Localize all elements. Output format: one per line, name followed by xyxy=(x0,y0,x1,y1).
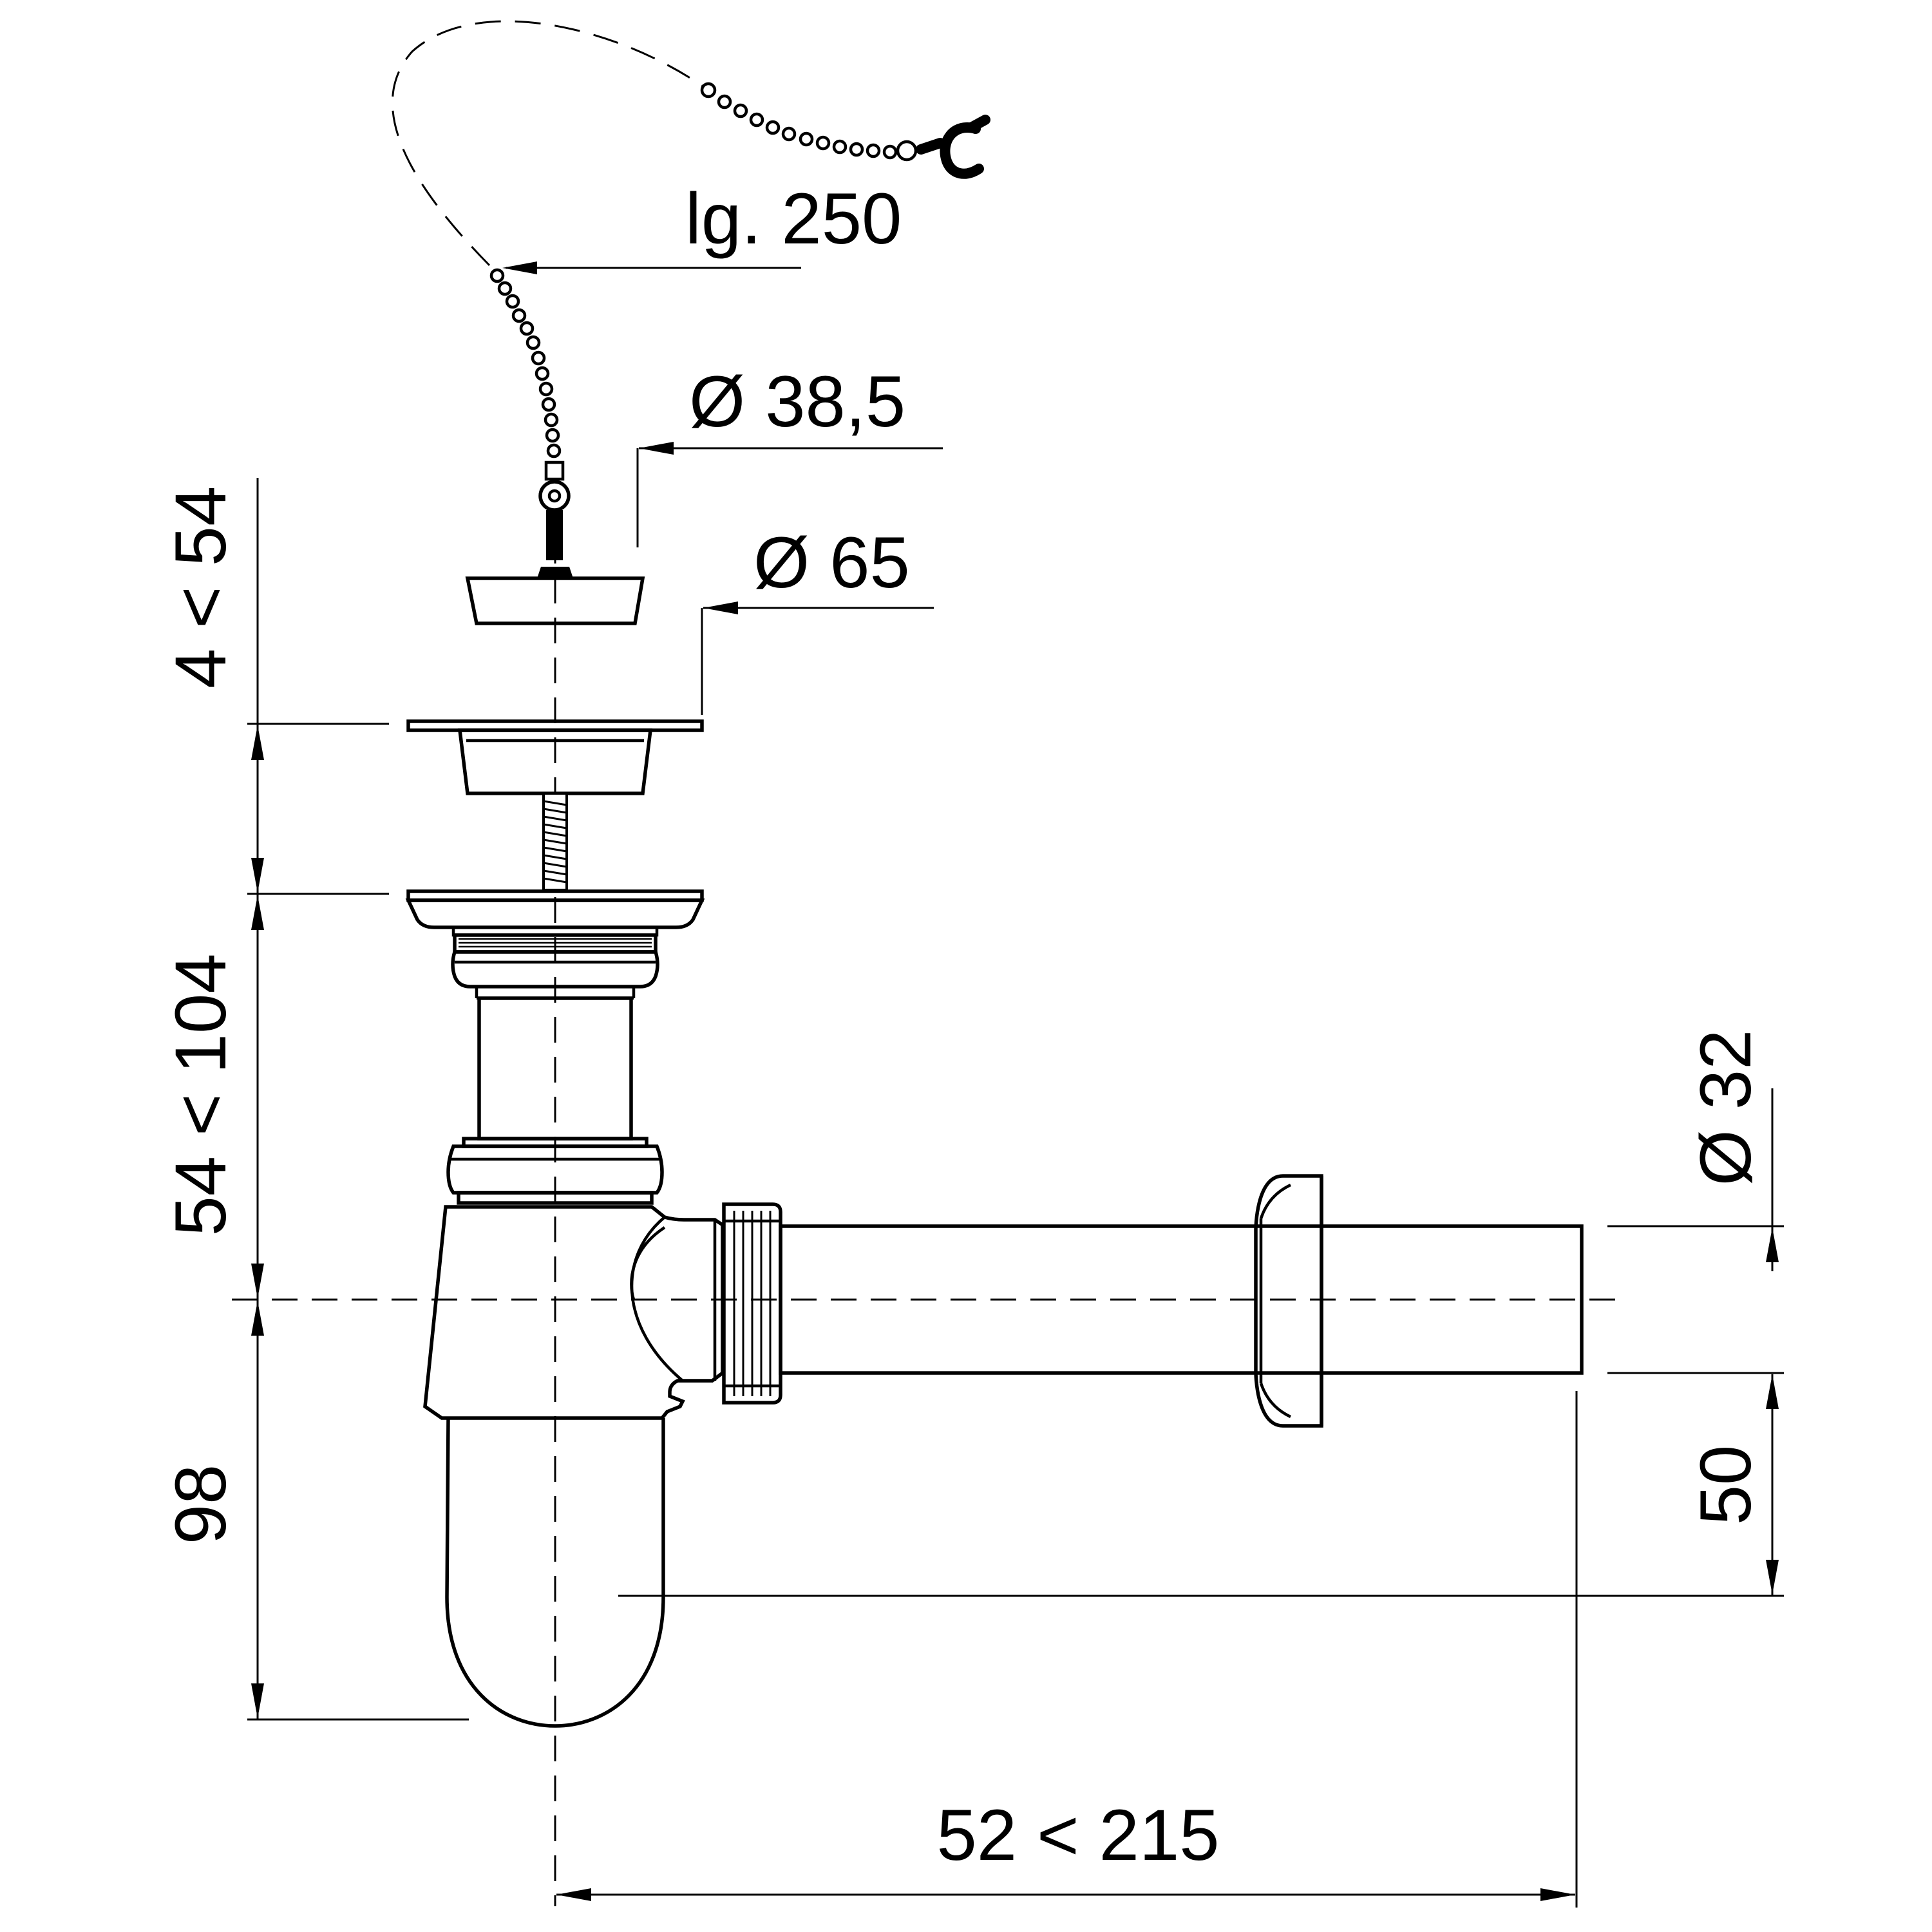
chain-arc xyxy=(392,20,709,267)
trap-body-outline xyxy=(423,1205,724,1420)
chain-beads-lower xyxy=(489,268,562,459)
center-lines xyxy=(232,538,1620,1906)
top-nut xyxy=(451,933,659,1000)
chain-length-label: lg. 250 xyxy=(685,178,902,259)
waste-grid-cup xyxy=(457,728,653,795)
lower-height-label: 98 xyxy=(160,1464,241,1545)
chain-hook-icon xyxy=(916,122,984,179)
connecting-screw xyxy=(542,792,568,891)
stopper xyxy=(465,567,645,625)
chain-ring xyxy=(538,480,571,512)
chain-beads-upper xyxy=(700,82,918,162)
bottle-nut xyxy=(446,1137,664,1205)
waste-grid xyxy=(406,719,704,795)
outlet-diameter-label: Ø 32 xyxy=(1685,1030,1766,1186)
outlet-height-label: 50 xyxy=(1685,1445,1766,1526)
outlet-pipe xyxy=(779,1224,1584,1375)
lower-flange-body xyxy=(405,898,705,929)
outlet-nut xyxy=(722,1202,782,1405)
dimension-lines xyxy=(247,261,1784,1908)
horizontal-length-label: 52 < 215 xyxy=(936,1795,1219,1875)
middle-height-label: 54 < 104 xyxy=(160,953,241,1236)
chain-clip xyxy=(544,460,565,481)
chain xyxy=(392,20,990,560)
upper-height-label: 4 < 54 xyxy=(160,486,241,689)
trap-bowl xyxy=(445,1417,665,1728)
wall-rosette xyxy=(1254,1174,1323,1428)
chain-stem-block xyxy=(546,510,563,560)
flange-diameter-label: Ø 65 xyxy=(753,522,910,603)
trap-body xyxy=(423,1205,724,1728)
stopper-body xyxy=(465,576,645,625)
outlet-pipe-tube xyxy=(779,1224,1584,1375)
stopper-diameter-label: Ø 38,5 xyxy=(689,361,905,442)
